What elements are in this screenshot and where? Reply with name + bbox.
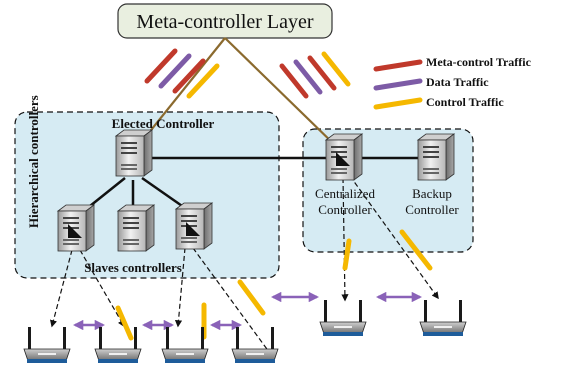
- link-elected-slave3: [141, 176, 186, 210]
- centralized-controller-label-line2: Controller: [318, 202, 372, 217]
- backup-controller-label-line2: Controller: [405, 202, 459, 217]
- centralized-controller-label-line1: Centralized: [315, 186, 375, 201]
- slave-controller-2-icon: [117, 204, 155, 252]
- router-6-icon: [419, 299, 467, 337]
- slave-controller-3-arrow: [186, 222, 200, 236]
- hierarchical-controllers-label: Hierarchical controllers: [26, 95, 41, 228]
- dashed-control-arrows: [49, 175, 439, 358]
- centralized-controller-arrow: [336, 152, 350, 166]
- control-traffic-stripes-lower: [115, 229, 433, 341]
- data-traffic-arrows: [72, 291, 423, 331]
- legend-swatch-data: [373, 78, 423, 91]
- legend-swatch-meta: [373, 59, 423, 72]
- legend-label-data: Data Traffic: [426, 75, 489, 89]
- legend-label-control: Control Traffic: [426, 95, 504, 109]
- traffic-stripes-right: [279, 51, 351, 99]
- centralized-controller-icon: [325, 133, 363, 181]
- legend-label-meta: Meta-control Traffic: [426, 55, 532, 69]
- legend-swatch-control: [373, 97, 423, 110]
- elected-controller-icon: [115, 129, 153, 177]
- slave-controller-1-icon: [57, 204, 95, 252]
- backup-controller-label-line1: Backup: [412, 186, 452, 201]
- slave-controller-3-icon: [175, 202, 213, 250]
- router-2-icon: [94, 326, 142, 364]
- router-5-icon: [319, 299, 367, 337]
- slaves-controllers-label: Slaves controllers: [84, 260, 182, 275]
- meta-controller-label: Meta-controller Layer: [136, 11, 313, 33]
- legend: Meta-control Traffic Data Traffic Contro…: [373, 55, 532, 110]
- slave-controller-1-arrow: [68, 224, 82, 238]
- router-1-icon: [23, 326, 71, 364]
- traffic-stripes-left: [144, 48, 220, 99]
- backup-controller-icon: [417, 133, 455, 181]
- router-3-icon: [161, 326, 209, 364]
- meta-uplink-centralized: [224, 37, 341, 151]
- elected-controller-label: Elected Controller: [112, 116, 215, 131]
